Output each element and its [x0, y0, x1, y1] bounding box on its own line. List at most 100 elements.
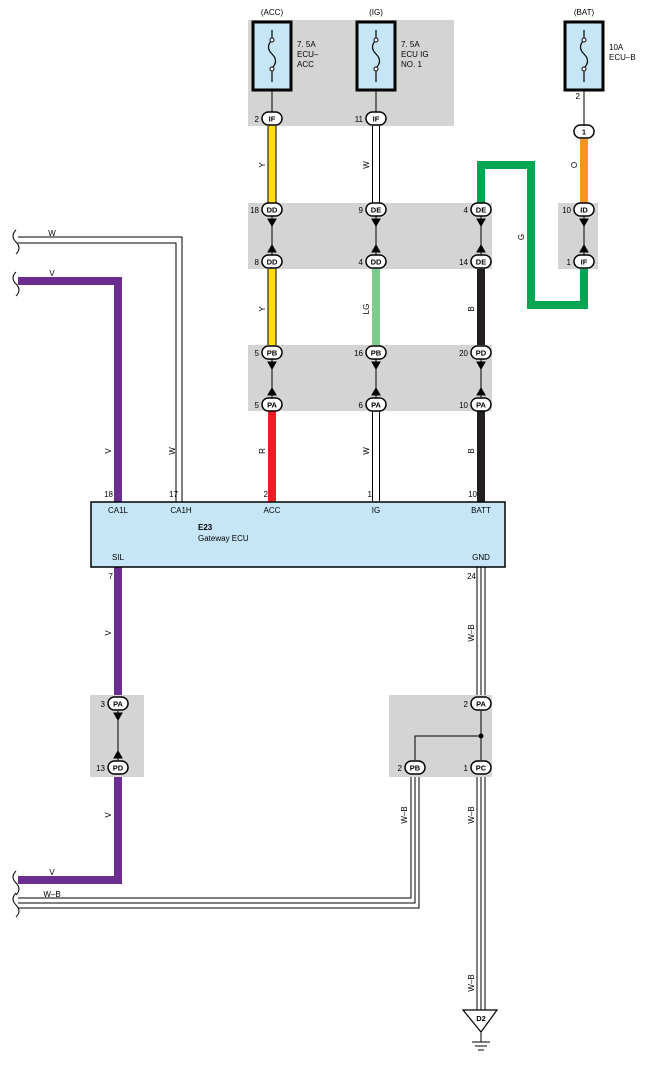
- ecu-pin-num-ca1h: 17: [169, 490, 178, 499]
- svg-text:IF: IF: [373, 115, 380, 124]
- wire-sil-bottom: [18, 777, 122, 884]
- fuse-bat-name-1: ECU–B: [609, 53, 636, 62]
- svg-text:10: 10: [459, 401, 468, 410]
- svg-text:DD: DD: [267, 258, 278, 267]
- wire-labels: Y W O G Y LG B R W B W V V W V V W–B W–B…: [43, 161, 579, 992]
- arrow-pair-acc-pb: [267, 359, 277, 398]
- wire-ca1l: [18, 277, 122, 502]
- arrow-pair-ig-dd: [371, 216, 381, 255]
- wire-pb-down: [18, 777, 420, 909]
- ground-symbol: D2: [461, 1009, 499, 1051]
- wire-label-ca1l: V: [104, 448, 113, 454]
- svg-text:8: 8: [255, 258, 260, 267]
- svg-text:18: 18: [250, 206, 259, 215]
- connector-pb5: PB 5: [255, 345, 283, 360]
- wire-label-ig-low: W: [362, 447, 371, 455]
- connector-pd20: PD 20: [459, 345, 492, 360]
- connector-bat-1: 1 2: [573, 92, 595, 139]
- junction-blocks: [90, 20, 598, 777]
- wire-label-gnd-down: W–B: [467, 624, 476, 641]
- connectors: IF 2 IF 11 1 2 DD 18 DE 9 DE 4: [96, 92, 595, 775]
- ecu-pin-name-acc: ACC: [264, 506, 281, 515]
- svg-text:4: 4: [464, 206, 469, 215]
- svg-text:PA: PA: [113, 700, 123, 709]
- connector-pb2: PB 2: [398, 760, 426, 775]
- fuse-ig-name-1: ECU IG: [401, 50, 429, 59]
- fuse-acc-source: (ACC): [261, 8, 284, 17]
- wire-label-acc-low: R: [258, 448, 267, 454]
- ecu-pin-num-acc: 2: [264, 490, 269, 499]
- svg-text:DD: DD: [371, 258, 382, 267]
- fuse-acc-rating: 7. 5A: [297, 40, 316, 49]
- svg-text:20: 20: [459, 349, 468, 358]
- wire-gnd-down: [476, 567, 486, 695]
- connector-de4: DE 4: [464, 202, 492, 217]
- svg-text:DE: DE: [476, 258, 486, 267]
- svg-text:PD: PD: [476, 349, 487, 358]
- wire-label-acc-mid: Y: [258, 306, 267, 312]
- svg-text:9: 9: [359, 206, 364, 215]
- fuse-bat: [563, 20, 605, 92]
- arrow-pair-ig-pb: [371, 359, 381, 398]
- wire-label-ground-down: W–B: [467, 974, 476, 991]
- gateway-ecu: E23 Gateway ECU 18 17 2 1 10 CA1L CA1H A…: [90, 490, 506, 581]
- wire-label-ig-upper: W: [362, 161, 371, 169]
- svg-text:PA: PA: [476, 700, 486, 709]
- connector-pa2: PA 2: [464, 696, 492, 711]
- wire-label-ca1h: W: [168, 447, 177, 455]
- svg-text:PB: PB: [267, 349, 278, 358]
- ecu-pin-name-batt: BATT: [471, 506, 491, 515]
- fuse-ig: [355, 20, 397, 112]
- fuse-acc: [251, 20, 293, 112]
- fuse-bat-source: (BAT): [574, 8, 595, 17]
- ecu-pin-num-gnd: 24: [467, 572, 476, 581]
- wire-label-sil-bottom: V: [104, 812, 113, 818]
- wire-label-bat-upper: O: [570, 162, 579, 168]
- wire-ground-splice: [414, 711, 484, 760]
- connector-pa6: PA 6: [359, 397, 387, 412]
- svg-text:IF: IF: [581, 258, 588, 267]
- svg-text:ID: ID: [580, 206, 588, 215]
- wire-label-batt-mid: B: [467, 306, 476, 311]
- ecu-pin-name-ig: IG: [372, 506, 380, 515]
- wire-label-v-out: V: [49, 868, 55, 877]
- connector-if-ig: IF 11: [355, 111, 387, 126]
- ecu-pin-num-batt: 10: [468, 490, 477, 499]
- svg-text:2: 2: [464, 700, 469, 709]
- svg-text:2: 2: [255, 115, 260, 124]
- arrow-pair-id-if: [579, 216, 589, 255]
- fuse-acc-name-1: ECU–: [297, 50, 319, 59]
- svg-text:PD: PD: [113, 764, 124, 773]
- ecu-pin-name-ca1h: CA1H: [170, 506, 192, 515]
- junction-arrows: [113, 216, 589, 759]
- svg-text:2: 2: [576, 92, 581, 101]
- svg-text:1: 1: [582, 128, 586, 137]
- svg-text:DE: DE: [476, 206, 486, 215]
- fuse-ig-name-2: NO. 1: [401, 60, 422, 69]
- ecu-code: E23: [198, 523, 213, 532]
- svg-text:10: 10: [562, 206, 571, 215]
- svg-text:5: 5: [255, 349, 260, 358]
- svg-text:DD: DD: [267, 206, 278, 215]
- svg-text:PA: PA: [267, 401, 277, 410]
- svg-text:16: 16: [354, 349, 363, 358]
- wire-label-w-left: W: [48, 229, 56, 238]
- ecu-pin-name-ca1l: CA1L: [108, 506, 129, 515]
- wire-label-batt-low: B: [467, 448, 476, 453]
- ecu-pin-num-ca1l: 18: [104, 490, 113, 499]
- svg-text:3: 3: [101, 700, 106, 709]
- svg-text:PA: PA: [371, 401, 381, 410]
- arrow-pair-acc-dd: [267, 216, 277, 255]
- svg-text:PB: PB: [371, 349, 382, 358]
- ground-label: D2: [476, 1014, 486, 1023]
- svg-text:PA: PA: [476, 401, 486, 410]
- connector-id10: ID 10: [562, 202, 595, 217]
- fuse-bat-rating: 10A: [609, 43, 624, 52]
- fuse-ig-rating: 7. 5A: [401, 40, 420, 49]
- wire-label-sil-down: V: [104, 630, 113, 636]
- svg-text:11: 11: [355, 115, 364, 124]
- svg-text:1: 1: [464, 764, 469, 773]
- svg-text:2: 2: [398, 764, 403, 773]
